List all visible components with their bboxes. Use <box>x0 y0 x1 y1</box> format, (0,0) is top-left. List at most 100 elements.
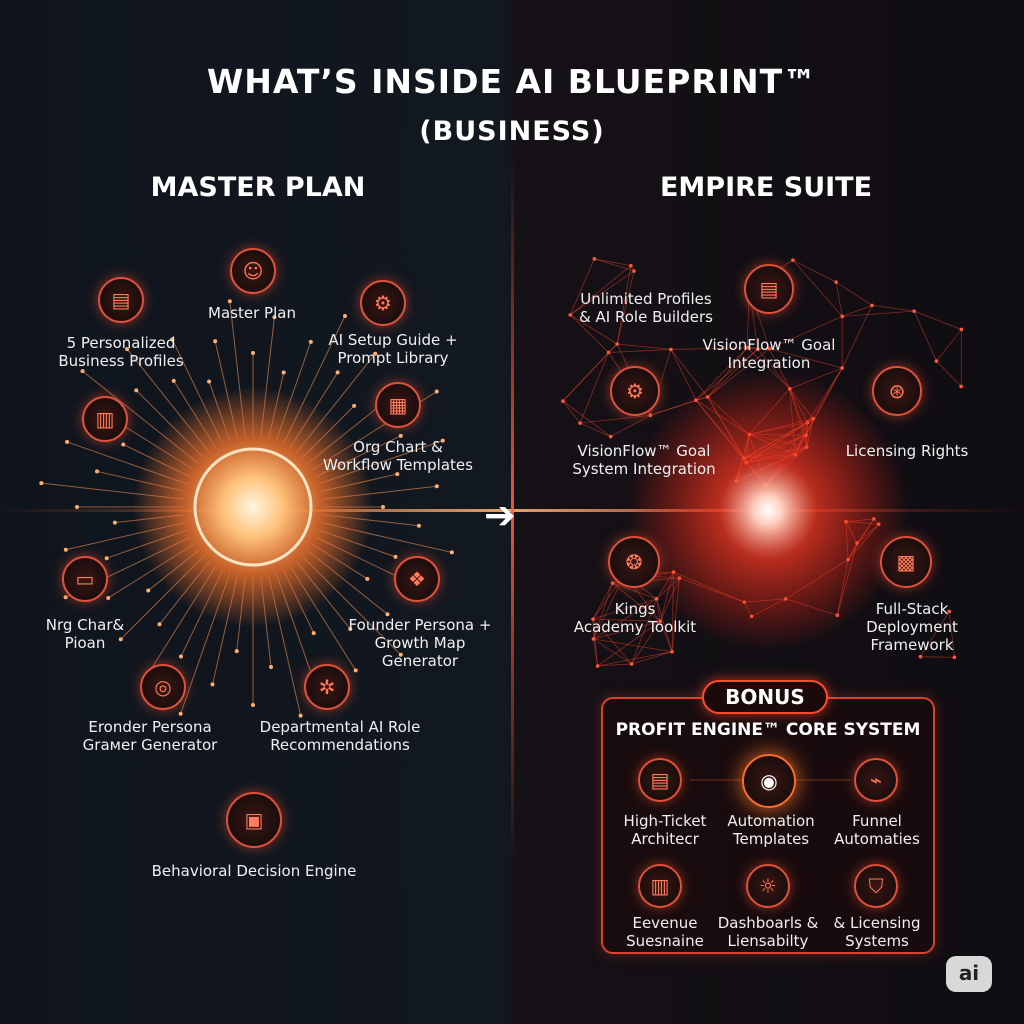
mesh-line <box>593 583 613 640</box>
orb-ray-dot <box>65 439 70 444</box>
chart-icon: ▥ <box>82 396 128 442</box>
orb-ray-dot <box>416 523 421 528</box>
funnel-chart-icon: ⌁ <box>854 758 898 802</box>
orb-ray-dot <box>342 313 347 318</box>
mesh-line <box>616 265 632 345</box>
orb-ring <box>193 447 313 567</box>
seal-icon: ⊛ <box>872 366 922 416</box>
mesh-line <box>592 618 661 622</box>
mesh-node <box>592 257 597 261</box>
arrow-right-icon: ➔ <box>484 493 516 537</box>
bar-chart-icon: ▥ <box>638 864 682 908</box>
mesh-node <box>670 649 674 654</box>
mesh-line <box>569 265 632 316</box>
mesh-line <box>936 360 962 387</box>
mesh-node <box>745 345 749 350</box>
mesh-line <box>631 621 661 665</box>
mesh-node <box>912 309 916 313</box>
gears-icon-right: ⚙ <box>610 366 660 416</box>
mesh-line <box>562 400 581 424</box>
mesh-node <box>755 347 760 351</box>
mesh-line <box>593 638 673 653</box>
mesh-line <box>670 347 748 350</box>
orb-ray-dot <box>178 711 183 716</box>
orb-ray-dot <box>95 469 100 474</box>
orb-ray-dot <box>434 389 439 394</box>
mesh-line <box>612 582 661 622</box>
orb-ray-dot <box>157 622 162 627</box>
mesh-line <box>579 422 611 437</box>
mesh-node <box>648 413 653 418</box>
mesh-line <box>920 656 955 658</box>
mesh-node <box>840 314 845 319</box>
orb-ray-dot <box>311 631 316 636</box>
monitor-icon: ▭ <box>62 556 108 602</box>
mesh-node <box>595 664 600 668</box>
mesh-line <box>617 343 671 350</box>
mesh-line <box>769 348 843 369</box>
mesh-node <box>591 637 596 641</box>
orb-ray-dot <box>381 505 385 509</box>
orb-ray-dot <box>308 339 313 344</box>
mesh-line <box>656 598 661 622</box>
gears-icon: ⚙ <box>360 280 406 326</box>
orb-ray-dot <box>393 554 398 559</box>
orb-ray-dot <box>118 637 123 642</box>
orb-ray-dot <box>269 664 274 669</box>
orb-ray-dot <box>385 612 390 617</box>
mesh-line <box>562 343 618 402</box>
bonus-title: PROFIT ENGINE™ CORE SYSTEM <box>615 720 921 740</box>
mesh-node <box>952 655 957 660</box>
mesh-node <box>669 347 673 352</box>
bonus-blueprint-icon: ▤ <box>638 758 682 802</box>
left-item-behavioral-engine: Behavioral Decision Engine <box>151 862 357 880</box>
mesh-node <box>767 346 772 351</box>
orb-ray-dot <box>281 370 286 375</box>
mesh-line <box>569 314 609 353</box>
bonus-panel <box>601 697 935 954</box>
orb-ray-dot <box>104 556 109 561</box>
mesh-node <box>578 421 582 425</box>
profile-card-icon: ▤ <box>98 277 144 323</box>
mesh-node <box>629 662 634 666</box>
orb-ray-dot <box>63 595 68 600</box>
mesh-line <box>842 304 873 317</box>
orb-ray-dot <box>440 438 445 443</box>
mesh-node <box>834 280 838 284</box>
orb-ray-dot <box>227 299 232 304</box>
mesh-line <box>936 329 962 362</box>
orb-ray-dot <box>298 713 303 718</box>
mesh-line <box>948 611 955 658</box>
mesh-line <box>592 619 598 667</box>
mesh-node <box>870 303 874 308</box>
orb-ray-dot <box>449 550 454 555</box>
mesh-node <box>947 609 952 614</box>
mesh-line <box>769 315 843 350</box>
mesh-node <box>791 258 795 262</box>
mesh-line <box>579 414 651 424</box>
mesh-line <box>562 400 611 437</box>
mesh-line <box>597 651 673 667</box>
bonus-badge: BONUS <box>702 680 828 714</box>
orb-ray-dot <box>39 481 44 486</box>
orb-ray-dot <box>251 351 255 355</box>
master-plan-orb <box>133 387 373 627</box>
orb-ray-dot <box>335 370 340 375</box>
mesh-line <box>914 310 962 330</box>
orb-ray-dot <box>75 505 79 509</box>
mesh-node <box>629 263 633 268</box>
mesh-line <box>835 281 873 306</box>
orb-ray-dot <box>272 315 277 320</box>
flame-target-icon: ◉ <box>742 754 796 808</box>
main-subtitle: (BUSINESS) <box>419 116 605 147</box>
mesh-line <box>842 310 915 317</box>
empire-suite-heading: EMPIRE SUITE <box>659 172 873 203</box>
mesh-node <box>610 581 615 585</box>
orb-ray-dot <box>121 442 126 447</box>
orb-ray-dot <box>398 433 403 438</box>
